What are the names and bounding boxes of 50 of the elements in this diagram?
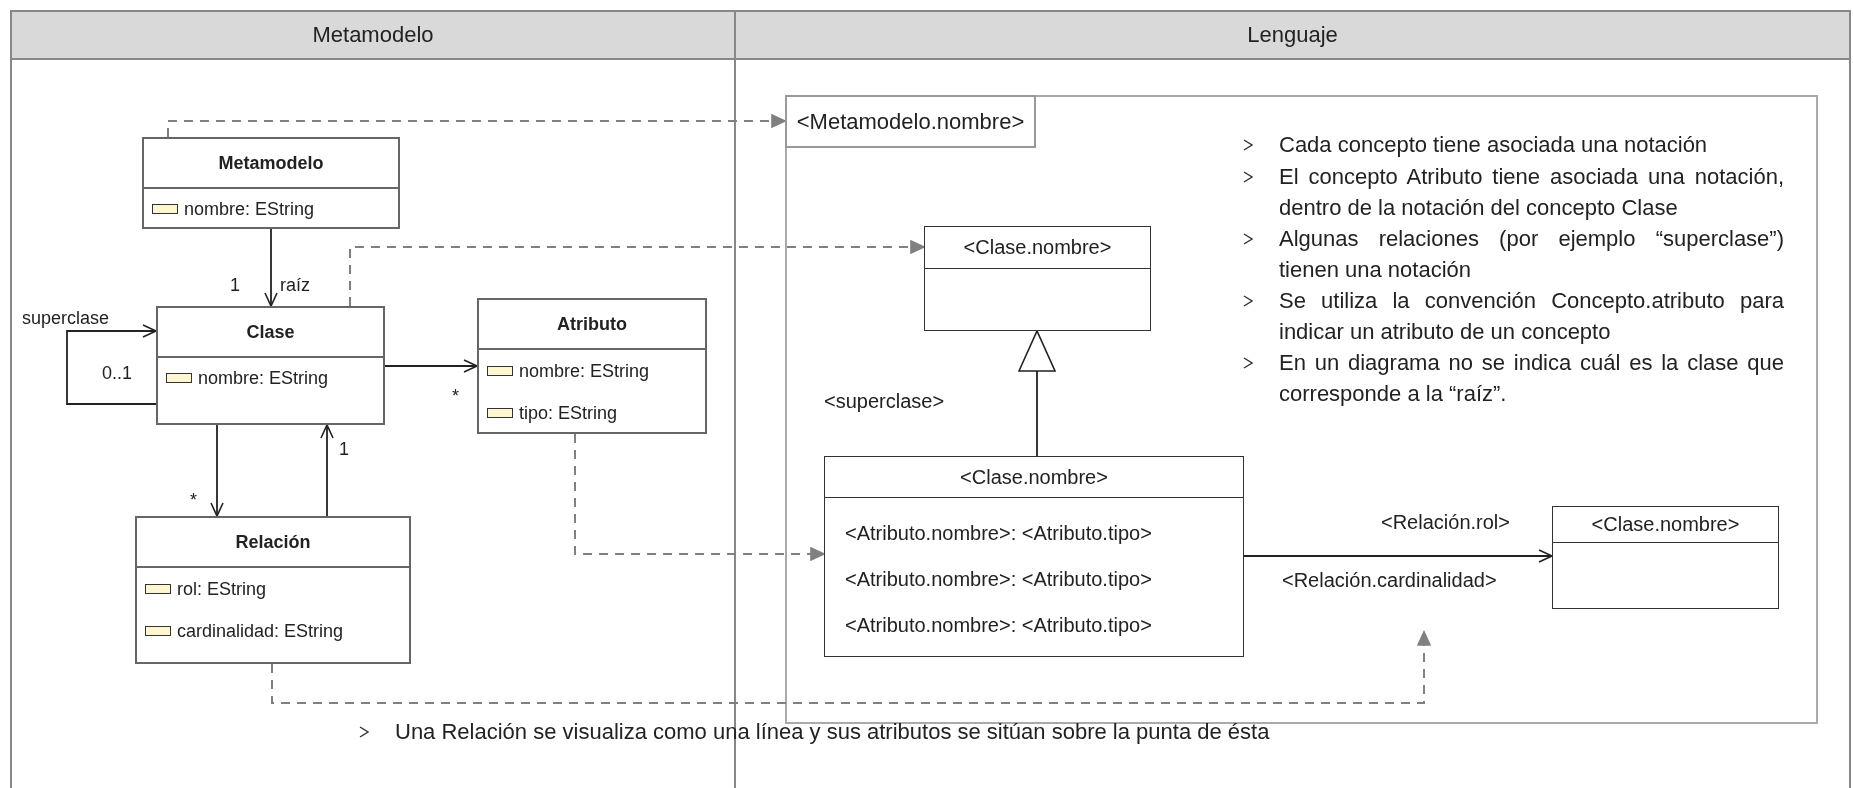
attribute-text: <Atributo.nombre>: <Atributo.tipo> [845, 613, 1152, 637]
class-box [142, 137, 400, 229]
title-tab [785, 95, 1036, 148]
note-text: Algunas relaciones (por ejemplo “superclase”) tienen una notación [1279, 225, 1784, 284]
attribute-text: nombre: EString [198, 367, 329, 389]
note-text: Una Relación se visualiza como una línea y sus atributos se sitúan sobre la punta de ésta [395, 718, 1271, 746]
attribute-text: rol: EString [177, 578, 267, 600]
inheritance-arrow [1018, 330, 1056, 457]
multiplicity-label: * [190, 489, 197, 512]
attribute-text: <Atributo.nombre>: <Atributo.tipo> [845, 521, 1152, 545]
class-box [156, 306, 385, 425]
multiplicity-label: 0..1 [102, 362, 133, 385]
notation-box [1552, 506, 1779, 609]
notation-box [924, 226, 1151, 331]
notation-name: <Clase.nombre> [963, 236, 1112, 259]
note-text: El concepto Atributo tiene asociada una notación, dentro de la notación del concepto Clase [1279, 163, 1784, 222]
dashed-arrow [574, 433, 825, 561]
dashed-arrow [349, 240, 925, 307]
attribute-text: <Atributo.nombre>: <Atributo.tipo> [845, 567, 1152, 591]
class-box [135, 516, 411, 664]
multiplicity-label: 1 [339, 438, 349, 461]
arrow [384, 359, 478, 373]
class-name: Atributo [557, 313, 627, 335]
attribute-text: tipo: EString [519, 402, 618, 424]
arrow [66, 324, 157, 405]
tab-text: <Metamodelo.nombre> [796, 108, 1025, 135]
attribute-text: cardinalidad: EString [177, 620, 344, 642]
notation-box [824, 456, 1244, 657]
column-header: Metamodelo [12, 12, 734, 60]
note-text: Cada concepto tiene asociada una notación [1279, 131, 1709, 159]
arrow [264, 228, 278, 307]
column-header: Lenguaje [736, 12, 1849, 60]
class-name: Relación [235, 531, 311, 553]
notation-name: <Clase.nombre> [960, 465, 1108, 489]
arrow [1243, 549, 1553, 563]
arrow [320, 424, 334, 517]
note-text: Se utiliza la convención Concepto.atributo para indicar un atributo de un concepto [1279, 287, 1784, 346]
class-box [477, 298, 707, 434]
dashed-arrow [271, 631, 1431, 704]
note-text: En un diagrama no se indica cuál es la clase que corresponde a la “raíz”. [1279, 349, 1784, 408]
frame-box [785, 95, 1818, 724]
multiplicity-label: * [452, 385, 459, 408]
attribute-text: nombre: EString [184, 198, 315, 220]
class-name: Clase [246, 321, 295, 343]
class-name: Metamodelo [218, 152, 324, 174]
dashed-arrow [167, 114, 786, 138]
notation-name: <Clase.nombre> [1591, 513, 1740, 536]
arrow [210, 424, 224, 517]
attribute-text: nombre: EString [519, 360, 650, 382]
multiplicity-label: 1 [230, 274, 240, 297]
